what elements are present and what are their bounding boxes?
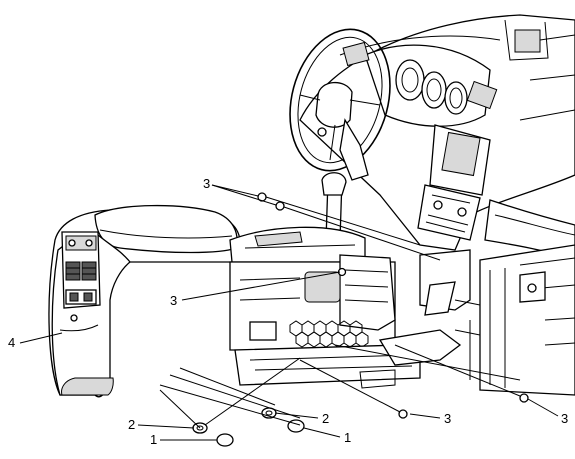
- fasteners: [159, 192, 529, 447]
- instrument-panel: [299, 14, 575, 261]
- bolt-icon: [275, 201, 441, 261]
- callout-3-right: 3: [561, 411, 568, 426]
- callout-3-upper: 3: [203, 176, 210, 191]
- callout-4: 4: [8, 335, 15, 350]
- gauge-left: [395, 59, 425, 101]
- center-console: [48, 204, 241, 398]
- steering-wheel: [289, 28, 391, 181]
- callout-1-left: 1: [150, 432, 157, 447]
- center-display: [441, 131, 481, 177]
- gauge-right: [444, 81, 468, 115]
- floor-right: [419, 244, 575, 396]
- callout-3-middle: 3: [170, 293, 177, 308]
- callout-2-right: 2: [322, 411, 329, 426]
- leader-lines: [19, 184, 559, 441]
- cap-icon: [216, 433, 234, 447]
- bolt-icon: [299, 359, 408, 419]
- callout-3-lower: 3: [444, 411, 451, 426]
- callout-2-left: 2: [128, 417, 135, 432]
- shifter-assembly: [229, 172, 366, 263]
- bolt-icon: [394, 344, 529, 403]
- callout-1-right: 1: [344, 430, 351, 445]
- hex-pattern: [289, 320, 369, 348]
- gauge-center: [421, 71, 447, 109]
